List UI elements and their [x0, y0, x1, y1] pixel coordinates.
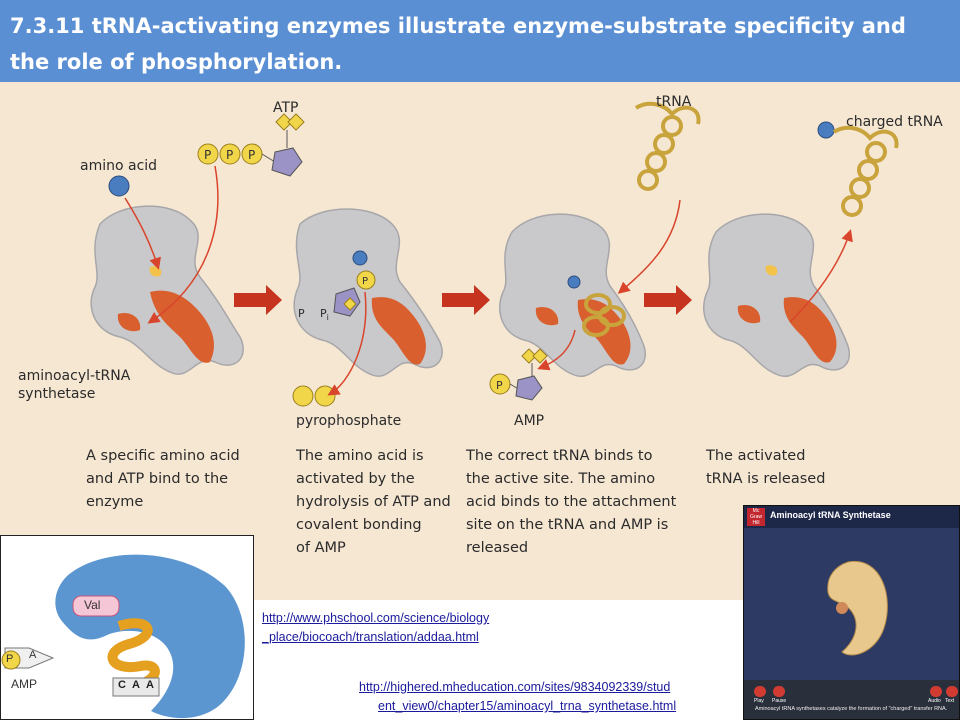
animation-controls: Play Pause Audio Text Aminoacyl tRNA syn… [744, 680, 959, 719]
enzyme-panel-3 [499, 213, 647, 377]
step-arrow [644, 285, 692, 315]
publisher-logo: Mc Graw Hill [747, 508, 765, 526]
enzyme-label: aminoacyl-tRNA synthetase [18, 368, 131, 402]
amp-label: AMP [514, 413, 545, 429]
active-site [371, 297, 426, 365]
amino-acid-icon [567, 275, 581, 289]
flow-arrow [327, 291, 367, 396]
active-site [783, 297, 837, 363]
animation-stage [827, 561, 888, 656]
active-site-icon [836, 602, 848, 614]
phosphate-icon [292, 385, 314, 407]
text-label: Text [945, 698, 955, 704]
enzyme-body [90, 205, 244, 375]
caption-step-2: The amino acid is activated by the hydro… [296, 448, 451, 556]
pi-subscript: i [326, 313, 329, 323]
anticodon-base-2: A [132, 679, 140, 691]
text-button[interactable] [946, 686, 958, 697]
amino-acid-icon [352, 250, 368, 266]
valine-tag [72, 595, 120, 617]
audio-label: Audio [928, 698, 941, 704]
pause-button[interactable] [773, 686, 785, 697]
p-label: P [6, 653, 14, 665]
flow-arrow [789, 229, 853, 323]
trna-bound-icon [582, 293, 626, 337]
amino-acid-label: amino acid [80, 158, 158, 174]
svg-text:P: P [248, 148, 255, 162]
phosphate-icon [1, 650, 21, 670]
slide-title-line-1: 7.3.11 tRNA-activating enzymes illustrat… [10, 14, 906, 38]
anticodon-box [112, 677, 160, 697]
enzyme-body [55, 554, 245, 719]
svg-text:P: P [362, 276, 368, 287]
animation-caption: Aminoacyl tRNA synthetases catalyze the … [755, 706, 948, 712]
caption-step-1: A specific amino acid and ATP bind to th… [86, 448, 240, 510]
enzyme-model-icon [827, 561, 888, 656]
play-label: Play [754, 698, 764, 704]
pyrophosphate-pi-label: Pi [320, 305, 329, 327]
active-site [117, 312, 141, 332]
caption-step-4: The activated tRNA is released [706, 448, 826, 487]
charged-trna-icon [817, 121, 899, 217]
phschool-link-line-2[interactable]: _place/biocoach/translation/addaa.html [262, 630, 479, 644]
animation-title: Aminoacyl tRNA Synthetase [770, 510, 891, 520]
audio-button[interactable] [930, 686, 942, 697]
anticodon-base-1: C [118, 679, 126, 691]
flow-arrow [617, 199, 681, 294]
enzyme-panel-4 [703, 213, 851, 377]
step-arrow [442, 285, 490, 315]
a-label: A [29, 649, 37, 661]
svg-text:P: P [226, 148, 233, 162]
active-site [150, 290, 215, 363]
trna-label: tRNA [656, 94, 692, 110]
step-arrow [234, 285, 282, 315]
phosphate-icon [314, 385, 336, 407]
animation-header: Mc Graw Hill Aminoacyl tRNA Synthetase [744, 506, 959, 528]
phschool-link-line-1[interactable]: http://www.phschool.com/science/biology [262, 611, 490, 625]
pyrophosphate-p-label: P [298, 307, 305, 320]
amp-icon: P [489, 348, 548, 401]
pause-label: Pause [772, 698, 787, 704]
trna-icon [634, 101, 701, 191]
enzyme-panel-1 [90, 205, 244, 375]
pyrophosphate-label: pyrophosphate [296, 413, 402, 429]
slide-title-line-2: the role of phosphorylation. [10, 50, 343, 74]
trna-helix-icon [107, 618, 160, 691]
anticodon-base-3: A [146, 679, 154, 691]
atp-label: ATP [273, 100, 299, 116]
amino-acid-icon [108, 175, 130, 197]
play-button[interactable] [754, 686, 766, 697]
svg-text:P: P [204, 148, 211, 162]
flow-arrow [537, 329, 576, 371]
enzyme-diagram: P P P P [0, 82, 960, 600]
active-site [737, 304, 761, 324]
synthetase-illustration [1, 554, 245, 719]
charged-trna-label: charged tRNA [846, 114, 943, 130]
svg-text:P: P [496, 379, 503, 392]
mheducation-link-line-1[interactable]: http://highered.mheducation.com/sites/98… [359, 680, 671, 694]
slide-title: 7.3.11 tRNA-activating enzymes illustrat… [0, 0, 960, 82]
phosphate-icon [356, 270, 376, 290]
val-label: Val [84, 598, 101, 612]
active-site [535, 306, 559, 326]
atp-molecule-icon: P P P [197, 113, 305, 177]
mheducation-link-line-2[interactable]: ent_view0/chapter15/aminoacyl_trna_synth… [378, 699, 677, 713]
synthetase-animation-inset[interactable]: Mc Graw Hill Aminoacyl tRNA Synthetase P… [743, 505, 960, 720]
binding-pocket [765, 265, 778, 276]
enzyme-panel-2: P [293, 208, 443, 377]
flow-arrow [124, 197, 161, 270]
pi-label: P [320, 307, 327, 320]
adenine-icon [343, 297, 357, 311]
flow-arrow [147, 165, 219, 324]
diagram-artwork: P P P P [90, 101, 899, 407]
trna-synthetase-animation-inset[interactable]: Val P A AMP C A A [0, 535, 254, 720]
caption-step-3: The correct tRNA binds to the active sit… [466, 448, 677, 556]
amp-label: AMP [11, 677, 38, 691]
